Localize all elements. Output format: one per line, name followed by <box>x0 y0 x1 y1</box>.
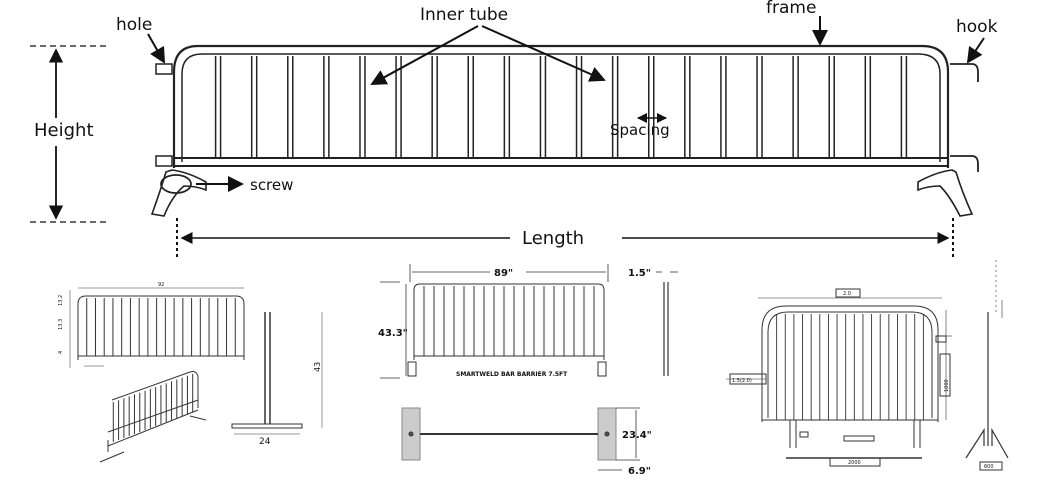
label-length: Length <box>522 228 584 249</box>
frame-outer <box>172 44 950 168</box>
d2-tube-dia: 1.5" <box>628 268 651 279</box>
d3-base-dim: 2000 <box>848 460 861 466</box>
d1-base-width: 24 <box>259 437 271 447</box>
drawing-1 <box>69 287 323 463</box>
d2-foot-width: 6.9" <box>628 466 651 477</box>
d2-width: 89" <box>494 268 513 279</box>
d1-top-dim: 92 <box>158 282 164 288</box>
d2-height: 43.3" <box>378 328 408 339</box>
d3-side-dim: 1000 <box>944 379 950 392</box>
d2-foot-length: 23.4" <box>622 430 652 441</box>
hole-tab-bottom <box>155 155 173 167</box>
main-barrier-drawing <box>150 44 979 217</box>
frame-inner <box>181 53 941 162</box>
inner-tubes-group <box>214 56 908 158</box>
main-labels: hole Inner tube frame hook Height Spacin… <box>34 0 998 249</box>
d3-tubes-group <box>776 314 924 420</box>
d1-side-dim-1: 13.2 <box>58 295 64 306</box>
d1-side-dim-3: 4 <box>58 351 64 354</box>
label-frame: frame <box>766 0 816 18</box>
d1-side-dim-2: 13.3 <box>58 319 64 330</box>
d3-left-dim: 1.5(2.0) <box>732 378 752 384</box>
drawing-2-labels: 89" 43.3" 1.5" SMARTWELD BAR BARRIER 7.5… <box>378 268 652 477</box>
screw-circle <box>160 174 192 194</box>
label-inner-tube: Inner tube <box>420 5 508 25</box>
label-spacing: Spacing <box>610 121 670 139</box>
label-hole: hole <box>116 15 152 35</box>
d1-tubes-group <box>86 298 236 356</box>
d1-perspective-tubes <box>112 373 194 442</box>
d3-top-dim: 2.0 <box>843 291 851 297</box>
label-hook: hook <box>956 17 998 37</box>
main-annotations <box>30 16 985 258</box>
drawing-1-labels: 92 13.2 13.3 4 43 24 <box>58 282 322 447</box>
d3-foot-dim: 600 <box>984 464 994 470</box>
hook-bottom <box>950 155 979 172</box>
d2-tubes-group <box>423 286 595 356</box>
label-screw: screw <box>250 176 293 194</box>
drawing-3-labels: 2.0 1000 1.5(2.0) 2000 600 <box>732 291 994 470</box>
d2-caption: SMARTWELD BAR BARRIER 7.5FT <box>456 371 568 378</box>
hole-tab-top <box>155 63 173 75</box>
drawing-2 <box>380 264 678 471</box>
left-foot <box>150 169 207 217</box>
drawing-3 <box>726 260 1009 471</box>
right-foot <box>917 169 974 217</box>
hook-top <box>950 63 979 82</box>
d1-side-height: 43 <box>313 362 322 372</box>
label-height: Height <box>34 120 94 141</box>
